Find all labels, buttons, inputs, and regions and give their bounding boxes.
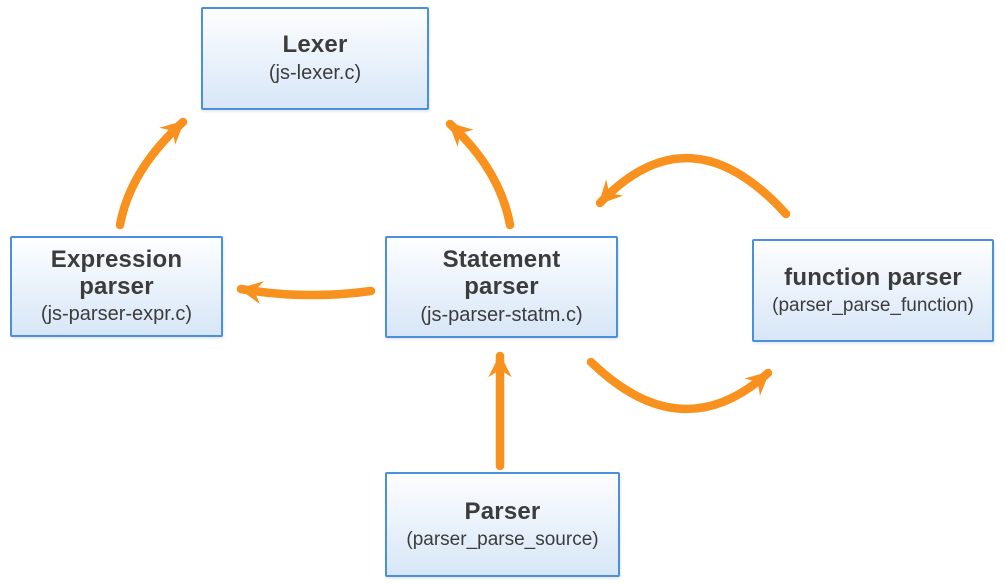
node-parser: Parser (parser_parse_source) <box>385 472 620 577</box>
node-statement-parser-subtitle: (js-parser-statm.c) <box>420 303 583 326</box>
edge-function-parser-to-statement-parser <box>595 154 791 219</box>
node-expression-parser-subtitle: (js-parser-expr.c) <box>40 303 193 326</box>
node-function-parser-subtitle: (parser_parse_function) <box>772 294 974 316</box>
node-statement-parser: Statement parser (js-parser-statm.c) <box>385 236 618 338</box>
node-expression-parser: Expression parser (js-parser-expr.c) <box>10 236 223 337</box>
edge-expression-parser-to-lexer <box>115 117 188 230</box>
node-lexer: Lexer (js-lexer.c) <box>201 7 429 110</box>
node-statement-parser-title: Statement parser <box>442 246 561 300</box>
node-function-parser: function parser (parser_parse_function) <box>752 239 994 342</box>
node-expression-parser-title: Expression parser <box>50 245 183 300</box>
node-lexer-subtitle: (js-lexer.c) <box>268 61 362 84</box>
edge-statement-parser-to-expression-parser <box>236 281 376 305</box>
edge-statement-parser-to-function-parser <box>586 357 773 414</box>
node-parser-title: Parser <box>464 497 541 525</box>
node-lexer-title: Lexer <box>282 31 348 59</box>
edge-statement-parser-to-lexer <box>445 119 515 230</box>
node-parser-subtitle: (parser_parse_source) <box>406 528 599 550</box>
node-function-parser-title: function parser <box>784 263 962 291</box>
